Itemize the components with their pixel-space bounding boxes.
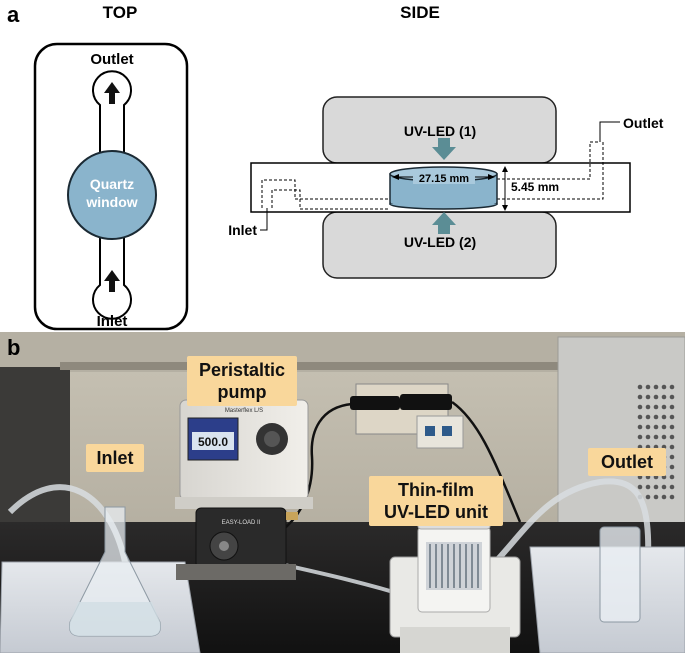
fume-hood-left: [0, 367, 70, 527]
uv-led-unit-tag-line1: Thin-film: [398, 480, 474, 500]
uv-led-unit-tag-line2: UV-LED unit: [384, 502, 488, 522]
quartz-label-line2: window: [85, 194, 137, 210]
inlet-tag: Inlet: [86, 444, 144, 472]
outlet-flow-path-2: [497, 142, 604, 200]
outlet-leader-line: [599, 121, 620, 142]
top-outlet-label: Outlet: [90, 51, 133, 68]
inlet-leader-line: [260, 208, 268, 231]
up-arrow-icon: [104, 270, 120, 292]
diameter-label: 27.15 mm: [419, 173, 469, 185]
uv-led-unit-tag: Thin-film UV-LED unit: [369, 476, 503, 526]
panel-a-letter: a: [7, 2, 20, 27]
lab-photo: 500.0 Masterflex L/S EASY-LOAD II Perist…: [0, 332, 685, 653]
outlet-tubing: [478, 478, 652, 580]
down-arrow-icon: [432, 138, 456, 160]
side-inlet-label: Inlet: [228, 222, 257, 238]
pump-tag-line2: pump: [217, 382, 267, 402]
power-adapter: [350, 396, 400, 410]
uv-led-2-label: UV-LED (2): [404, 234, 476, 250]
top-view-diagram: Outlet Inlet Quartz window: [33, 42, 189, 331]
up-arrow-icon: [432, 212, 456, 234]
pump-head: [195, 507, 287, 569]
outlet-flow-path: [497, 141, 600, 180]
thickness-label: 5.45 mm: [511, 180, 559, 194]
panel-b-letter: b: [7, 335, 21, 360]
top-inlet-label: Inlet: [97, 313, 128, 330]
pump-brand-text: Masterflex L/S: [225, 408, 263, 414]
lab-photo-illustration: 500.0 Masterflex L/S EASY-LOAD II: [0, 332, 685, 653]
quartz-label-line1: Quartz: [90, 176, 134, 192]
pump-base: [176, 564, 296, 580]
up-arrow-icon: [104, 82, 120, 104]
outlet-beaker: [599, 526, 641, 623]
inlet-flow-path-2: [271, 189, 390, 210]
pump-display-value: 500.0: [198, 435, 228, 449]
pump-tag-line1: Peristaltic: [198, 360, 286, 380]
side-outlet-label: Outlet: [623, 115, 664, 131]
outlet-tag: Outlet: [588, 448, 666, 476]
side-view-heading: SIDE: [400, 3, 440, 22]
uv-led-1-label: UV-LED (1): [404, 123, 476, 139]
power-adapter: [400, 394, 452, 410]
network-jack-plate: [416, 415, 464, 449]
top-view-heading: TOP: [102, 3, 138, 22]
pump-head-brand: EASY-LOAD II: [222, 520, 261, 526]
pump-tag: Peristaltic pump: [187, 356, 297, 406]
inlet-flow-path: [261, 179, 390, 208]
side-view-diagram: 27.15 mm 5.45 mm UV-LED (1) UV-LED (2) O…: [228, 96, 664, 279]
quartz-window: [67, 150, 157, 240]
